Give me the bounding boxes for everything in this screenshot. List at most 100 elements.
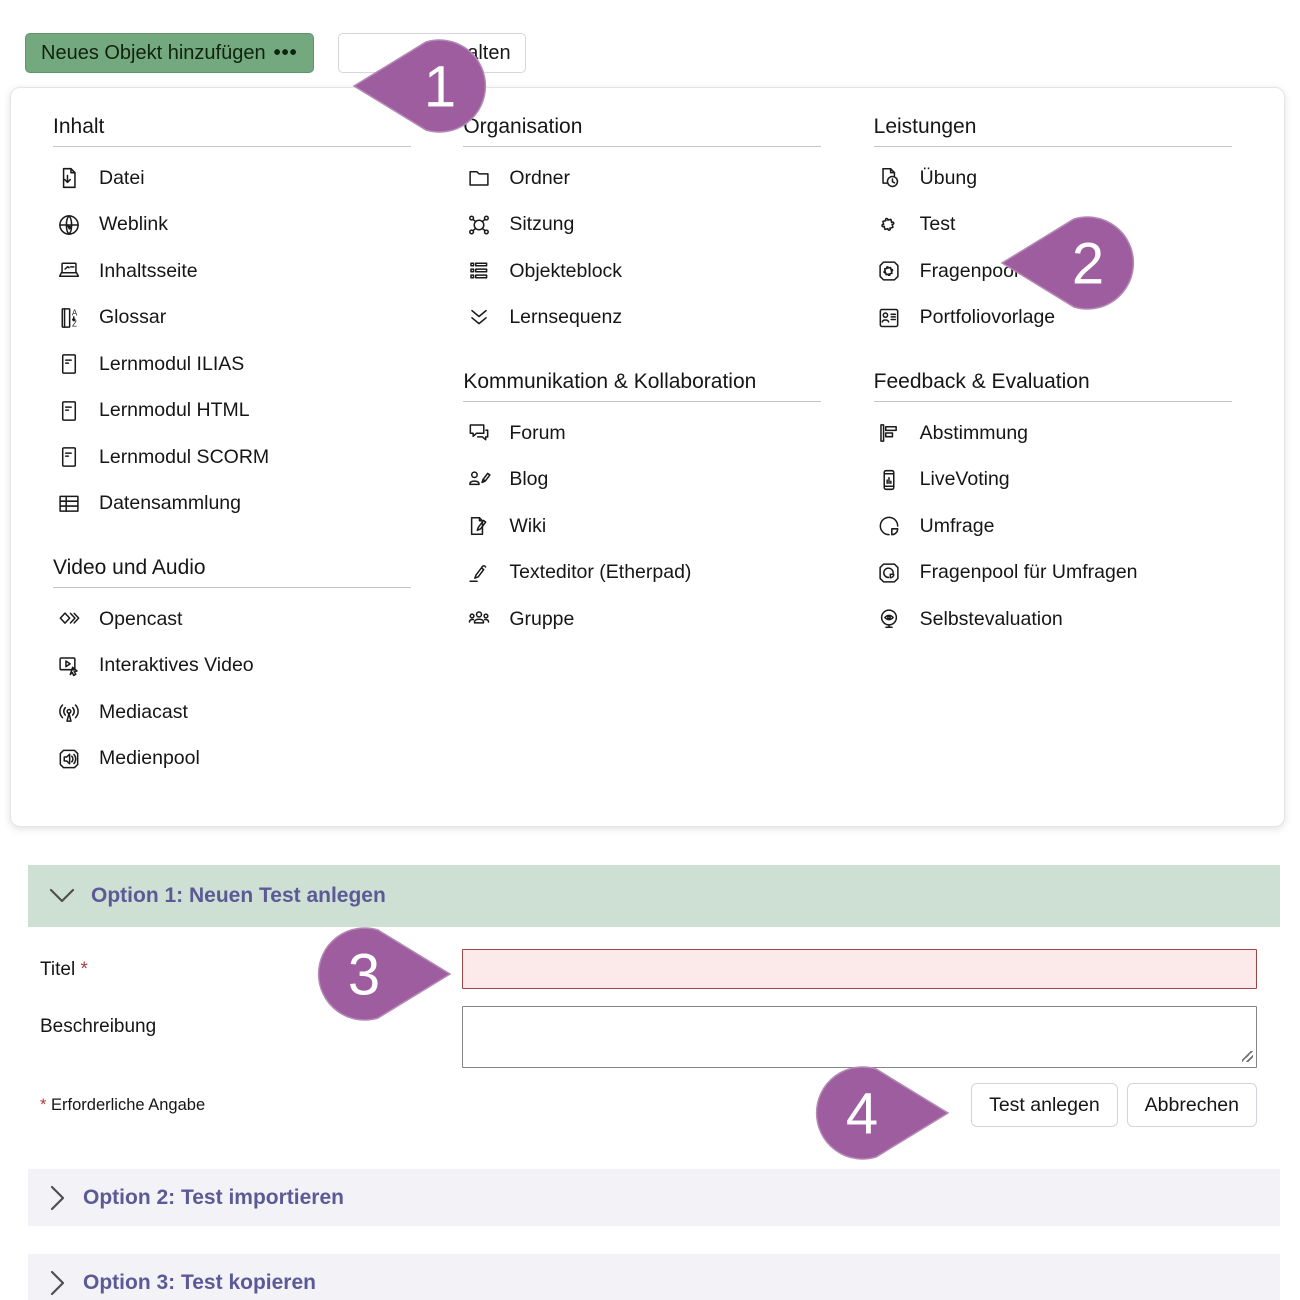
menu-item-livevoting[interactable]: LiveVoting <box>874 457 1284 504</box>
menu-item-mediacast[interactable]: Mediacast <box>53 689 463 736</box>
cancel-button[interactable]: Abbrechen <box>1126 1083 1257 1127</box>
option-1-title: Option 1: Neuen Test anlegen <box>91 884 386 907</box>
menu-item-datensammlung[interactable]: Datensammlung <box>53 481 463 528</box>
required-asterisk: * <box>40 1095 47 1114</box>
title-input[interactable] <box>462 949 1257 989</box>
page-clock-icon <box>876 165 903 192</box>
menu-item-medienpool[interactable]: Medienpool <box>53 736 463 783</box>
menu-item-objekteblock[interactable]: Objekteblock <box>463 248 873 295</box>
menu-item-blog[interactable]: Blog <box>463 457 873 504</box>
add-object-button[interactable]: Neues Objekt hinzufügen ••• <box>25 33 314 73</box>
forum-bubbles-icon <box>465 420 492 447</box>
section-divider <box>463 401 822 402</box>
chevron-right-icon <box>48 1184 68 1212</box>
double-chevron-down-icon <box>465 304 492 331</box>
menu-item-label: LiveVoting <box>919 468 1010 491</box>
add-object-button-label: Neues Objekt hinzufügen <box>41 41 266 64</box>
menu-item-lernmodul-html[interactable]: Lernmodul HTML <box>53 388 463 435</box>
person-pencil-icon <box>465 466 492 493</box>
menu-item-lernmodul-scorm[interactable]: Lernmodul SCORM <box>53 434 463 481</box>
option-2-header[interactable]: Option 2: Test importieren <box>28 1169 1280 1226</box>
option-1-header[interactable]: Option 1: Neuen Test anlegen <box>28 865 1280 927</box>
menu-item-weblink[interactable]: Weblink <box>53 202 463 249</box>
toolbar: Neues Objekt hinzufügen ••• alten <box>25 33 1300 73</box>
svg-text:A: A <box>71 308 77 317</box>
section-title-organisation: Organisation <box>463 115 583 138</box>
menu-item-label: Mediacast <box>99 700 188 723</box>
menu-item-wiki[interactable]: Wiki <box>463 503 873 550</box>
section-title-inhalt: Inhalt <box>53 115 105 138</box>
menu-item-opencast[interactable]: Opencast <box>53 596 463 643</box>
svg-text:Z: Z <box>72 319 77 328</box>
required-note: * Erforderliche Angabe <box>40 1095 206 1114</box>
menu-item-label: Fragenpool für Umfragen <box>919 561 1138 584</box>
learning-module-icon <box>55 444 82 471</box>
chevron-down-icon <box>48 886 76 906</box>
menu-item-texteditor-etherpad[interactable]: Texteditor (Etherpad) <box>463 550 873 597</box>
title-label: Titel * <box>40 959 88 980</box>
menu-item-lernsequenz[interactable]: Lernsequenz <box>463 295 873 342</box>
option-3-title: Option 3: Test kopieren <box>83 1270 316 1294</box>
menu-item-portfoliovorlage[interactable]: Portfoliovorlage <box>874 295 1284 342</box>
phone-chart-icon <box>876 466 903 493</box>
menu-item-abstimmung[interactable]: Abstimmung <box>874 410 1284 457</box>
menu-item-test[interactable]: Test <box>874 202 1284 249</box>
group-icon <box>465 606 492 633</box>
menu-item-label: Blog <box>509 468 549 491</box>
menu-item-ubung[interactable]: Übung <box>874 155 1284 202</box>
menu-item-label: Wiki <box>509 514 547 537</box>
speaker-box-icon <box>55 745 82 772</box>
menu-item-lernmodul-ilias[interactable]: Lernmodul ILIAS <box>53 341 463 388</box>
menu-item-label: Objekteblock <box>509 259 623 282</box>
pen-writing-icon <box>465 559 492 586</box>
menu-item-fragenpool-fur-tests[interactable]: Fragenpool für Tests <box>874 248 1284 295</box>
broadcast-icon <box>55 699 82 726</box>
pie-box-icon <box>876 559 903 586</box>
menu-item-umfrage[interactable]: Umfrage <box>874 503 1284 550</box>
folder-icon <box>465 165 492 192</box>
section-title-video-und-audio: Video und Audio <box>53 556 206 579</box>
menu-item-inhaltsseite[interactable]: Inhaltsseite <box>53 248 463 295</box>
menu-item-label: Test <box>919 213 956 236</box>
description-label: Beschreibung <box>40 1016 157 1037</box>
create-test-button[interactable]: Test anlegen <box>971 1083 1118 1127</box>
secondary-toolbar-button-label: alten <box>467 41 511 64</box>
menu-item-label: Datei <box>99 166 145 189</box>
menu-item-label: Lernmodul ILIAS <box>99 352 245 375</box>
learning-module-icon <box>55 351 82 378</box>
menu-item-label: Selbstevaluation <box>919 607 1063 630</box>
menu-item-forum[interactable]: Forum <box>463 410 873 457</box>
page: { "toolbar": { "add_object_button": "Neu… <box>0 33 1300 1300</box>
data-table-icon <box>55 490 82 517</box>
menu-item-sitzung[interactable]: Sitzung <box>463 202 873 249</box>
file-download-icon <box>55 165 82 192</box>
menu-item-selbstevaluation[interactable]: Selbstevaluation <box>874 596 1284 643</box>
section-divider <box>53 146 411 147</box>
mirror-eye-icon <box>876 606 903 633</box>
menu-item-ordner[interactable]: Ordner <box>463 155 873 202</box>
option-3-header[interactable]: Option 3: Test kopieren <box>28 1254 1280 1300</box>
menu-item-label: Interaktives Video <box>99 654 254 677</box>
secondary-toolbar-button[interactable]: alten <box>337 33 526 73</box>
section-title-kommunikation-kollabo-ration: Kommunikation & Kollabo­ration <box>463 370 757 393</box>
menu-item-fragenpool-fur-umfragen[interactable]: Fragenpool für Umfragen <box>874 550 1284 597</box>
option-2-title: Option 2: Test importieren <box>83 1185 344 1209</box>
description-textarea[interactable] <box>462 1006 1257 1068</box>
menu-item-datei[interactable]: Datei <box>53 155 463 202</box>
ellipsis-icon: ••• <box>273 41 298 64</box>
menu-item-interaktives-video[interactable]: Interaktives Video <box>53 643 463 690</box>
pie-chart-icon <box>876 513 903 540</box>
menu-item-gruppe[interactable]: Gruppe <box>463 596 873 643</box>
menu-item-label: Texteditor (Etherpad) <box>509 561 692 584</box>
puzzle-icon <box>876 211 903 238</box>
section-divider <box>873 146 1232 147</box>
bar-chart-icon <box>876 420 903 447</box>
